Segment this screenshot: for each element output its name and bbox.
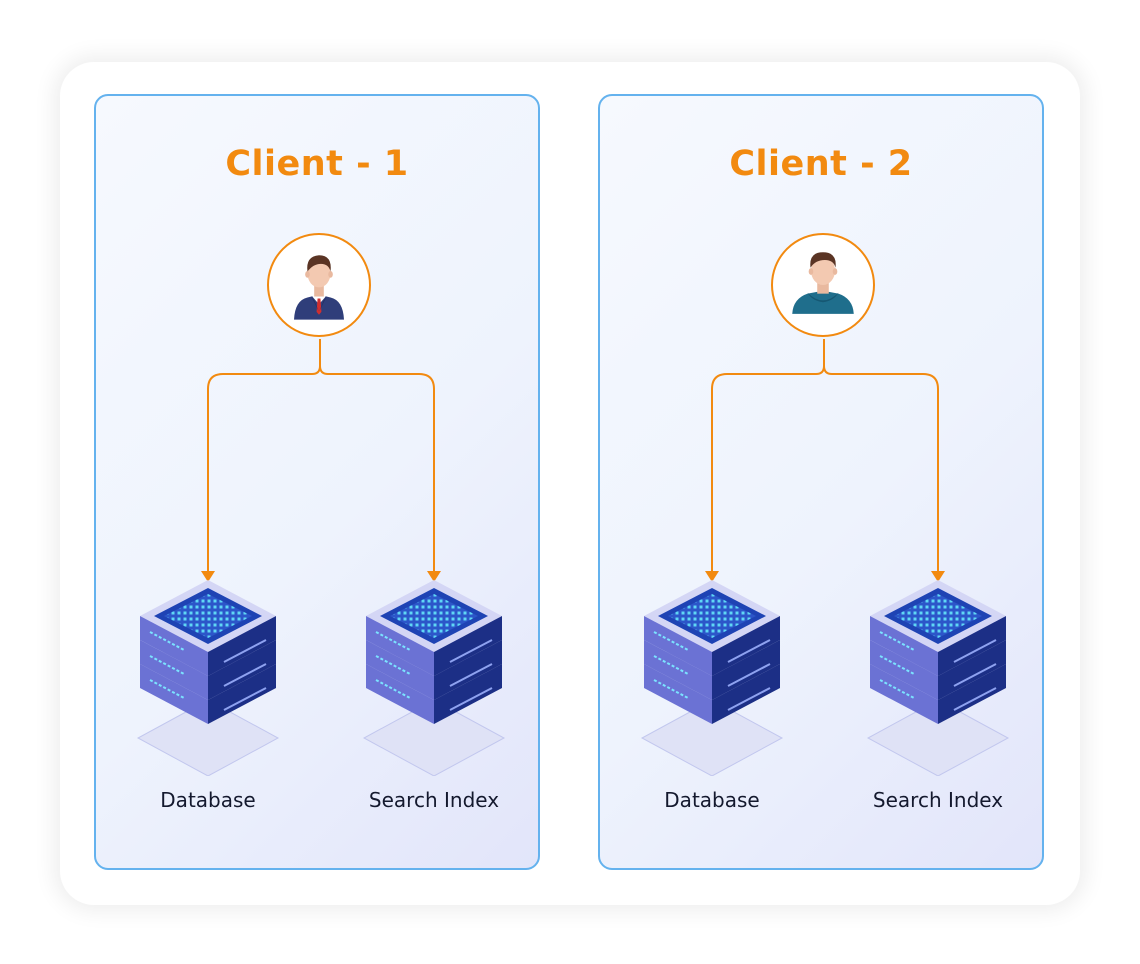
- client-2-panel: Client - 2: [598, 94, 1044, 870]
- client-1-avatar: [267, 233, 371, 337]
- client-1-search-index-label: Search Index: [368, 788, 500, 812]
- client-2-title: Client - 2: [729, 144, 913, 184]
- client-2-search-index-label: Search Index: [872, 788, 1004, 812]
- database-server-icon: [134, 580, 282, 776]
- search-index-server-icon: [864, 580, 1012, 776]
- client-2-avatar: [771, 233, 875, 337]
- client-1-title: Client - 1: [225, 144, 409, 184]
- database-server-icon: [638, 580, 786, 776]
- hoodie-user-avatar-icon: [792, 252, 854, 314]
- client-2-database-label: Database: [664, 788, 760, 812]
- client-1-panel: Client - 1: [94, 94, 540, 870]
- client-1-database-label: Database: [160, 788, 256, 812]
- businessman-avatar-icon: [294, 255, 344, 320]
- search-index-server-icon: [360, 580, 508, 776]
